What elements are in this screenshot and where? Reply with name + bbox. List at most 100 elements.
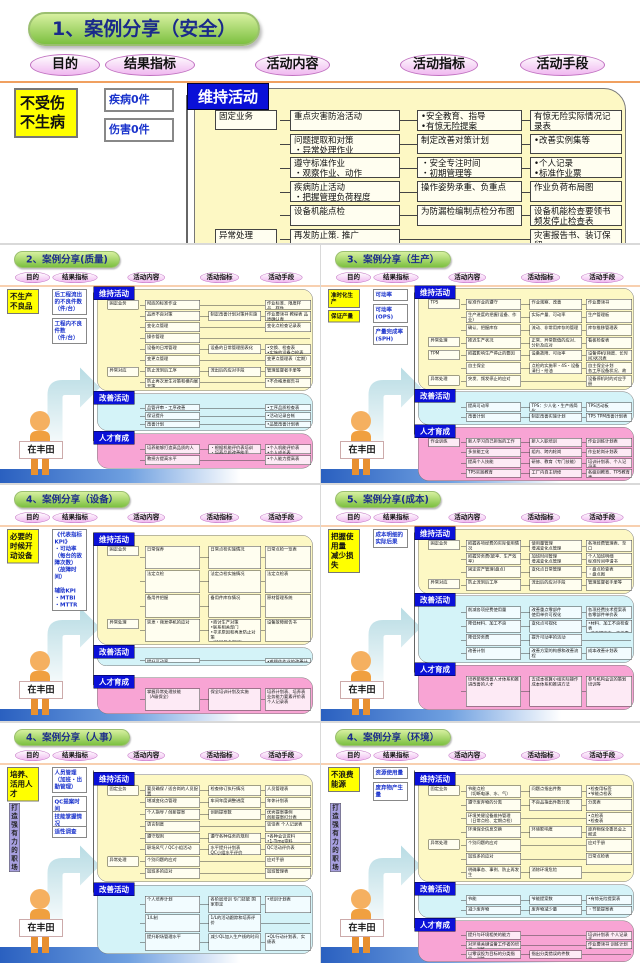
slide-thumbnail[interactable]: 5、案例分享(成本)目的结果指标活动内容活动指标活动手段在丰田把握使 用量 减少… [321,485,640,721]
column-header: 活动手段 [260,512,303,523]
talent-label: 人才育成 [414,918,456,932]
activity-content-box: 操作管理 [145,333,200,343]
activity-means-box: 作业要领书 训练计划表 [586,941,632,949]
talent-label: 人才育成 [414,424,456,438]
activity-content-box: 节能点检 （切断电源、水、气） [466,785,521,798]
activity-content-box: 疾病防止活动 ・把握管理负荷程度 [290,181,400,202]
divider-line [0,763,320,765]
connector-line [414,292,415,435]
column-header: 活动内容 [448,512,486,523]
activity-means-box: •品管改善计划表 [265,420,311,428]
activity-means-box: •工序品质检查表 •问题对策一览表 [265,404,311,412]
slide-thumbnail[interactable]: 4、案例分享（人事）目的结果指标活动内容活动指标活动手段在丰田培养、 活用人 才… [0,723,320,963]
activity-indicator-box: 新人入职培训 [529,438,582,447]
activity-indicator-box: 设备故障、可动率 [529,349,582,362]
activity-means-box: 法定点检表 [265,570,311,593]
activity-means-box: 各级别教育、TPS教育表 [586,468,632,478]
activity-content-box: 以零误投为目标的分类指导、训练 [466,950,521,959]
group-box: 固定业务 [107,785,139,796]
activity-means-box: 个人加班明细 标准时间申请书 [586,553,632,565]
connector-line [93,532,94,685]
activity-content-box: 提升职场管理水平 [145,933,200,951]
slide-thumbnail[interactable]: 4、案例分享（设备）目的结果指标活动内容活动指标活动手段在丰田必要的 时候开 动… [0,485,320,721]
activity-indicator-box: 保全培训计划及实施 [208,688,261,711]
column-header: 活动内容 [448,272,486,283]
activity-means-box: 加班管理表 [265,868,311,879]
activity-indicator-box: 研修、教育（专门技能） [529,458,582,468]
activity-content-box: 降低材料、加工不良 [466,620,521,633]
column-header: 活动指标 [200,272,239,283]
column-header: 目的 [15,272,50,283]
maintain-label: 维持活动 [93,772,135,786]
result-indicator: 伤害0件 [104,118,174,142]
result-indicator: 废弃物产生量 [373,782,408,801]
column-header: 结果指标 [373,750,419,761]
activity-content-box: 防止再次发生对策和横向展开策 [145,377,200,388]
talent-section: 人才育成作业训练新人学习自己担当的工作新人入职培训作业训练计划表多技能工化组内、… [414,424,634,481]
sign-label: 在丰田 [19,681,63,699]
column-header: 结果指标 [373,272,419,283]
activity-indicator-box: 流出后的应对手段 [529,579,582,591]
improve-label: 改善活动 [414,593,456,607]
activity-means-box: 管理监督者手册等 [265,366,311,377]
activity-content-box: 1/L制 [145,914,200,932]
column-header: 活动手段 [260,272,303,283]
maintain-label: 维持活动 [414,772,456,786]
turn-arrow-icon [47,607,100,695]
activity-means-box: 应对手册 [586,839,632,852]
result-indicator: 人员管理（加班・出勤管理） [52,767,87,793]
connector-line [461,380,631,382]
divider-line [0,285,320,287]
activity-indicator-box: 点检的实施率・4S・设备清扫・给油 [529,362,582,374]
activity-indicator-box: 组内、跨内轮岗 [529,448,582,457]
activity-indicator-box: 指出分类错误的件数 [529,950,582,959]
activity-means-box: •交换、检查表 •实施的设备点检表 •操作管理检查表 [265,344,311,355]
column-header: 结果指标 [52,512,98,523]
slide-canvas: 1、案例分享（安全）目的结果指标活动内容活动指标活动手段不受伤 不生病疾病0件伤… [0,0,640,243]
column-header: 活动内容 [127,272,165,283]
activity-content-box: 提高个人技能 [466,458,521,468]
activity-indicator-box: 变化点日常管理 [529,566,582,578]
slide-thumbnail[interactable]: 3、案例分享（生产）目的结果指标活动内容活动指标活动手段在丰田准时化生产保证产量… [321,245,640,483]
result-indicator: 资源使用量 [373,767,408,779]
activity-indicator-box: ・安全专注时间 ・初期管理等 [417,157,522,179]
connector-line [461,935,631,936]
activity-indicator-box: 水平提升计划表 QC小组水平评价 [208,844,261,855]
column-header: 活动手段 [260,750,303,761]
activity-content-box: 确认、把握库存 [466,324,521,336]
activity-content-box: 再发防止策. 推广 [290,228,400,243]
activity-indicator-box: 制定改善计划对策并实施 [208,311,261,321]
activity-content-box: 新人学习自己担当的工作 [466,438,521,447]
activity-indicator-box: 改善重点零部件 使用单价可视化 [529,606,582,619]
activity-content-box: 对环境关键设备工作者的培训、训练 [466,941,521,949]
activity-content-box: 要员确保 / 适合岗的人员配置 [145,785,200,796]
maintain-label: 维持活动 [414,526,456,540]
column-header: 活动手段 [581,512,624,523]
activity-means-box: 应对手册 [265,856,311,867]
activity-means-box: •有惊无险提案表 [586,895,632,905]
activity-content-box: 培养能够改善人才体系和推进改善的人才 [466,676,521,707]
result-indicator: 产量完成率 (SPH) [373,326,408,345]
result-indicator: 疾病0件 [104,88,174,112]
activity-means-box: 优秀提案事例 创新提案打分表 [265,809,311,820]
side-label: 打 造 强 有 力 的 职 场 [330,803,341,872]
activity-content-box: 把握各项经费的实际使用情况 [466,540,521,552]
slide-title: 1、案例分享（安全） [28,12,261,46]
activity-indicator-box: 不良品指出件数分类 [529,799,582,811]
activity-means-box: 看板检查表 [586,337,632,349]
activity-content-box: 环境保全信息交换 [466,826,521,838]
slide-thumbnail[interactable]: 4、案例分享（环境）目的结果指标活动内容活动指标活动手段在丰田不浪费 能源打 造… [321,723,640,963]
slide-thumbnail[interactable]: 1、案例分享（安全）目的结果指标活动内容活动指标活动手段不受伤 不生病疾病0件伤… [0,0,640,243]
activity-indicator-box: 节能提案数 [529,895,582,905]
slide-thumbnail[interactable]: 2、案例分享(质量)目的结果指标活动内容活动指标活动手段在丰田不生产 不良品后工… [0,245,320,483]
activity-means-box: 人员管理表 [265,785,311,796]
activity-indicator-box: 流动、非常用库存的管理 [529,324,582,336]
activity-content-box: 生产进度的把握(设备、作业) [466,311,521,323]
activity-content-box: 问题提取和对策 ・异常处理作业 ・低频度作业 ・不安全场所 [290,133,400,155]
activity-means-box: •点检表 •检查表 [586,812,632,825]
column-header: 结果指标 [52,272,98,283]
connector-line [186,95,188,243]
activity-means-box: •活动记录台帐 [265,412,311,420]
maintain-label: 维持活动 [93,532,135,546]
